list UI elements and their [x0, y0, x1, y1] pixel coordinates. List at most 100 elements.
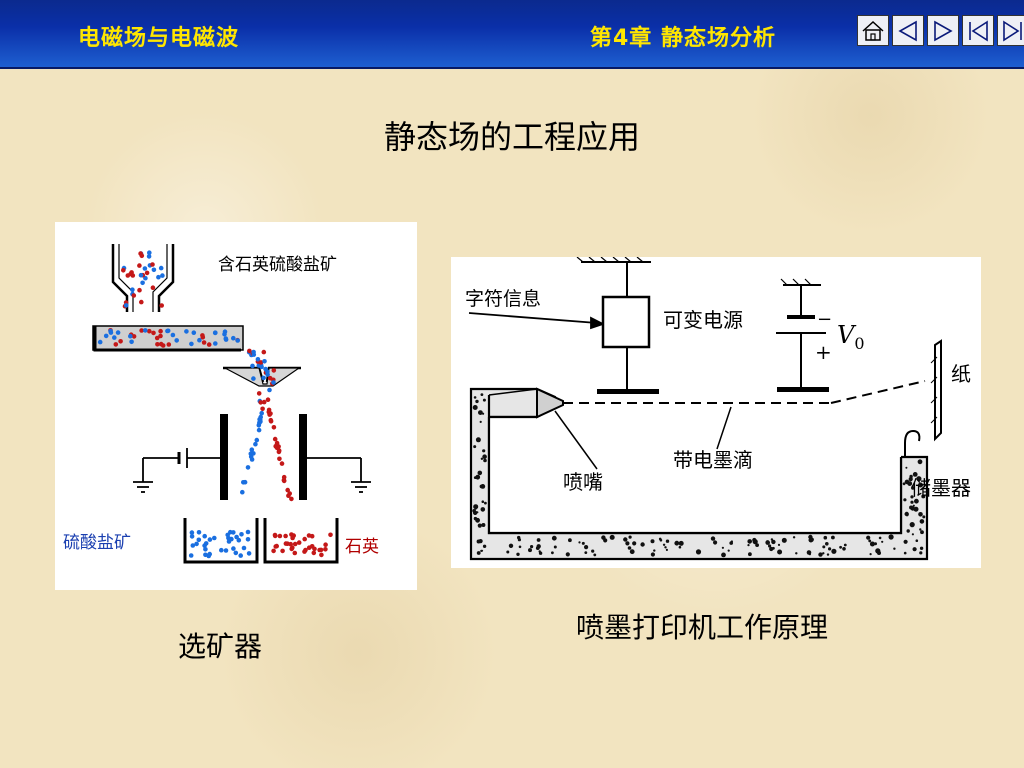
ink-speckle: [748, 552, 752, 557]
ore-particle: [115, 330, 121, 335]
ink-speckle: [484, 501, 487, 505]
ink-speckle: [659, 538, 663, 542]
ore-input-label: 含石英硫酸盐矿: [218, 255, 337, 275]
ink-speckle: [518, 545, 522, 549]
ore-separator-diagram: 含石英硫酸盐矿 硫酸盐矿 石英: [55, 222, 417, 590]
ink-speckle: [473, 516, 478, 521]
ore-particle: [290, 535, 295, 541]
ore-particle: [272, 532, 278, 538]
ore-particle: [128, 333, 133, 339]
ore-particle: [271, 380, 276, 385]
ink-speckle: [517, 535, 521, 540]
ink-speckle: [721, 546, 724, 549]
ore-particle: [229, 536, 234, 542]
ore-particle: [140, 280, 145, 286]
ink-speckle: [878, 536, 882, 540]
ink-speckle: [777, 543, 781, 546]
ink-speckle: [877, 551, 881, 555]
ink-speckle: [874, 542, 877, 546]
ore-particle: [137, 287, 142, 293]
ink-speckle: [904, 511, 909, 517]
ore-particle: [249, 447, 255, 452]
ink-speckle: [866, 535, 871, 540]
ore-particle: [147, 328, 152, 334]
ore-particle: [188, 553, 194, 558]
inkjet-printer-caption: 喷墨打印机工作原理: [576, 611, 829, 644]
ore-particle: [312, 546, 317, 552]
ink-speckle: [795, 552, 798, 555]
next-icon: [934, 20, 953, 41]
header-bar: 电磁场与电磁波 第4章 静态场分析: [0, 0, 1024, 69]
ore-particle: [260, 406, 265, 412]
ink-speckle: [478, 410, 483, 415]
nozzle-label: 喷嘴: [563, 470, 603, 494]
ore-particle: [276, 448, 282, 453]
ore-particle: [121, 268, 126, 273]
ore-particle: [259, 410, 264, 416]
ore-particle: [234, 534, 239, 540]
ore-particle: [281, 474, 287, 480]
ink-speckle: [481, 523, 486, 527]
ink-speckle: [771, 539, 776, 545]
ore-particle: [279, 461, 285, 466]
ink-speckle: [842, 547, 846, 551]
ink-speckle: [530, 545, 534, 549]
next-button[interactable]: [927, 15, 959, 46]
ore-particle: [259, 364, 264, 370]
ore-particle: [238, 553, 243, 558]
ink-speckle: [508, 543, 514, 548]
ink-speckle: [902, 482, 906, 486]
previous-icon: [898, 20, 917, 41]
last-button[interactable]: [997, 15, 1024, 46]
ore-particle: [201, 340, 207, 345]
ore-particle: [184, 329, 189, 334]
ink-speckle: [553, 545, 557, 549]
ore-particle: [261, 375, 266, 381]
ink-speckle: [831, 535, 835, 540]
ink-speckle: [482, 412, 485, 415]
ore-particle: [213, 341, 218, 346]
paper-label: 纸: [951, 362, 971, 386]
ore-particle: [231, 546, 236, 551]
ore-particle: [160, 273, 165, 278]
ore-particle: [154, 335, 160, 341]
ink-speckle: [565, 552, 570, 557]
ceiling-mounts: [581, 261, 821, 286]
ink-speckle: [578, 541, 581, 544]
ore-particle: [265, 397, 271, 402]
ore-particle: [118, 339, 123, 344]
ink-speckle: [665, 548, 668, 551]
ore-particle: [197, 337, 202, 343]
ink-speckle: [831, 548, 837, 554]
ink-speckle: [822, 545, 826, 549]
ore-particle: [311, 550, 317, 556]
ore-particle: [150, 285, 156, 290]
ore-particle: [112, 335, 117, 340]
ink-speckle: [477, 470, 483, 476]
ink-speckle: [912, 547, 917, 552]
ink-speckle: [919, 551, 923, 555]
ore-particle: [306, 545, 312, 550]
ore-particle: [258, 400, 263, 405]
ore-particle: [103, 333, 109, 339]
ore-particle: [235, 338, 240, 343]
ink-speckle: [777, 549, 783, 555]
home-button[interactable]: [857, 15, 889, 46]
ore-particle: [158, 328, 163, 334]
ore-particle: [165, 328, 170, 334]
ore-particle: [189, 534, 195, 539]
ink-speckle: [475, 437, 481, 443]
ore-particle: [139, 299, 144, 305]
ore-particle: [277, 533, 283, 539]
ore-particle: [303, 547, 308, 553]
ore-particle: [131, 334, 137, 339]
ore-particle: [242, 479, 248, 485]
ore-particle: [155, 342, 160, 347]
ink-speckle: [623, 537, 628, 542]
first-button[interactable]: [962, 15, 994, 46]
ink-speckle: [632, 541, 637, 546]
ore-particle: [144, 270, 150, 276]
previous-button[interactable]: [892, 15, 924, 46]
ore-particle: [150, 262, 155, 267]
